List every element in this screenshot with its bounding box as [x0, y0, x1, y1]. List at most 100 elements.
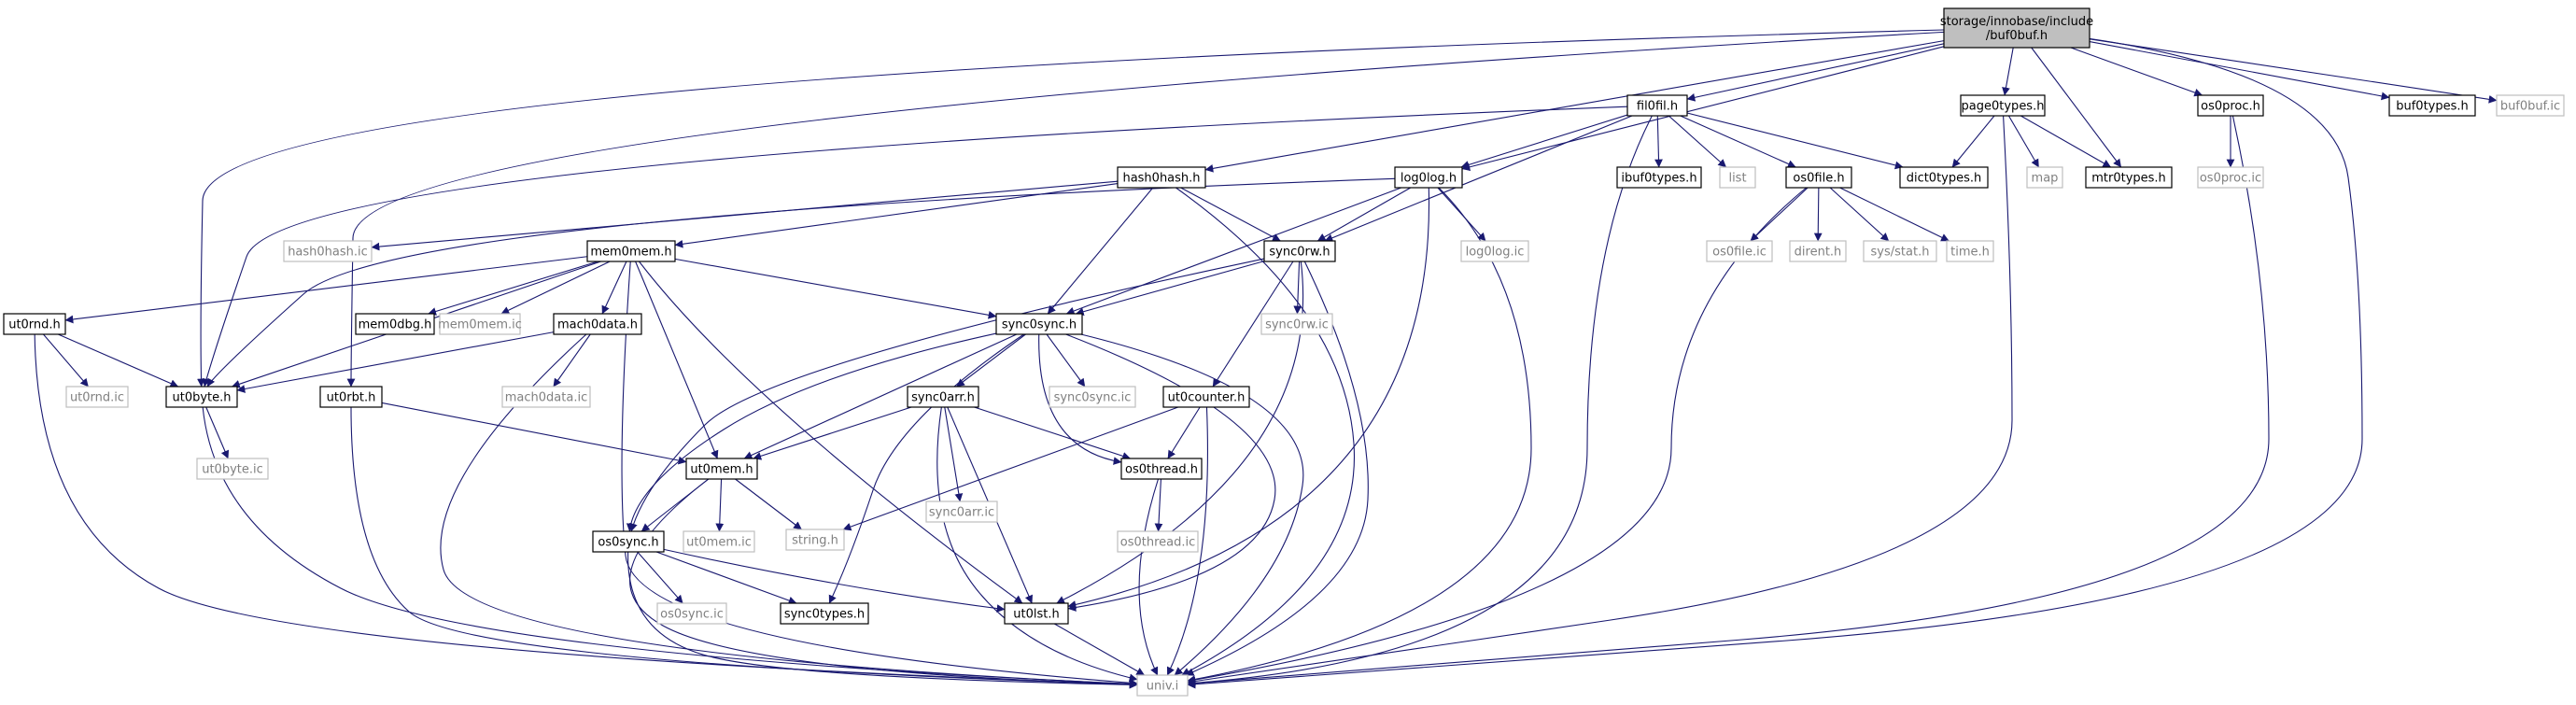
include-edge-root-to-ut0byte-h	[197, 29, 1945, 388]
file-node-ut0byte-h[interactable]: ut0byte.h	[165, 386, 238, 408]
edge-line	[655, 551, 797, 605]
file-node-os0proc-h[interactable]: os0proc.h	[2197, 94, 2264, 117]
external-file-node-mach0data-ic: mach0data.ic	[501, 386, 591, 408]
file-node-hash0hash-h[interactable]: hash0hash.h	[1117, 166, 1206, 189]
edge-line	[205, 406, 230, 459]
include-edge-os0file-h-to-os0file-ic	[1750, 187, 1809, 242]
edge-line	[1839, 187, 1950, 242]
node-box	[1117, 530, 1199, 553]
external-file-node-map: map	[2026, 166, 2063, 189]
file-node-sync0sync-h[interactable]: sync0sync.h	[995, 313, 1083, 335]
node-box	[1136, 674, 1189, 697]
include-edge-ut0mem-h-to-ut0mem-ic	[715, 478, 725, 532]
node-label: ut0byte.h	[172, 391, 231, 405]
file-node-mach0data-h[interactable]: mach0data.h	[553, 313, 642, 335]
include-edge-fil0fil-h-to-sync0rw-h	[1324, 115, 1633, 242]
node-label: hash0hash.h	[1122, 172, 1200, 186]
include-edge-mach0data-h-to-ut0byte-h	[236, 331, 555, 393]
file-node-mem0mem-h[interactable]: mem0mem.h	[586, 240, 676, 262]
node-label: sync0sync.ic	[1054, 391, 1132, 405]
file-node-ibuf0types-h[interactable]: ibuf0types.h	[1616, 166, 1702, 189]
node-label: os0thread.ic	[1120, 536, 1196, 550]
file-node-dict0types-h[interactable]: dict0types.h	[1899, 166, 1989, 189]
external-file-node-ut0rnd-ic: ut0rnd.ic	[65, 386, 129, 408]
node-box	[685, 458, 758, 480]
node-box	[2085, 166, 2173, 189]
file-node-fil0fil-h[interactable]: fil0fil.h	[1626, 94, 1688, 117]
file-node-sync0rw-h[interactable]: sync0rw.h	[1263, 240, 1336, 262]
node-label: ut0mem.ic	[686, 536, 752, 550]
edge-line	[944, 406, 964, 502]
edge-line	[635, 261, 719, 459]
node-label: storage/innobase/include	[1940, 15, 2093, 29]
include-edge-mach0data-h-to-mach0data-ic	[553, 333, 591, 388]
edge-line	[1185, 261, 1369, 676]
node-label: os0sync.h	[598, 536, 658, 550]
node-label: os0proc.ic	[2200, 172, 2261, 186]
include-edge-log0log-h-to-sync0rw-h	[1316, 187, 1412, 242]
include-edge-log0log-h-to-univ-i	[1187, 187, 1532, 684]
include-edge-sync0sync-h-to-sync0sync-ic	[1046, 333, 1086, 388]
file-node-ut0rnd-h[interactable]: ut0rnd.h	[3, 313, 66, 335]
file-nodes: storage/innobase/include/buf0buf.h fil0fi…	[3, 7, 2565, 697]
file-node-ut0lst-h[interactable]: ut0lst.h	[1004, 602, 1069, 625]
include-edge-mem0mem-h-to-mem0mem-ic	[500, 261, 611, 315]
include-edge-log0log-h-to-ut0lst-h	[1067, 187, 1430, 609]
edge-line	[1187, 115, 1653, 687]
edge-line	[1187, 187, 1532, 684]
include-edge-os0proc-h-to-univ-i	[1187, 115, 2270, 688]
edge-line	[1460, 114, 1628, 169]
edge-line	[1461, 46, 1945, 172]
file-node-log0log-h[interactable]: log0log.h	[1394, 166, 1463, 189]
node-box	[1049, 386, 1136, 408]
external-file-node-ut0mem-ic: ut0mem.ic	[683, 530, 755, 553]
file-node-os0thread-h[interactable]: os0thread.h	[1120, 458, 1203, 480]
include-edge-page0types-h-to-dict0types-h	[1951, 115, 1995, 168]
include-edge-mem0mem-h-to-univ-i	[621, 261, 1138, 687]
file-node-ut0mem-h[interactable]: ut0mem.h	[685, 458, 758, 480]
edge-line	[601, 261, 627, 315]
external-file-node-log0log-ic: log0log.ic	[1460, 240, 1529, 262]
include-edge-os0sync-h-to-ut0lst-h	[663, 548, 1006, 613]
node-box	[1004, 602, 1069, 625]
file-node-page0types-h[interactable]: page0types.h	[1960, 94, 2046, 117]
include-edge-ut0byte-h-to-ut0byte-ic	[205, 406, 230, 459]
file-node-mtr0types-h[interactable]: mtr0types.h	[2085, 166, 2173, 189]
edge-line	[1212, 261, 1294, 388]
file-node-sync0arr-h[interactable]: sync0arr.h	[907, 386, 979, 408]
file-node-sync0types-h[interactable]: sync0types.h	[780, 602, 869, 625]
file-node-os0file-h[interactable]: os0file.h	[1785, 166, 1852, 189]
node-label: mem0dbg.h	[359, 318, 432, 332]
include-edge-root-to-mtr0types-h	[2031, 47, 2122, 168]
file-node-buf0types-h[interactable]: buf0types.h	[2388, 94, 2476, 117]
file-node-root[interactable]: storage/innobase/include/buf0buf.h	[1940, 7, 2093, 49]
external-file-node-os0thread-ic: os0thread.ic	[1117, 530, 1199, 553]
node-label: sync0arr.h	[911, 391, 975, 405]
node-label: os0thread.h	[1125, 463, 1198, 477]
node-box	[2388, 94, 2476, 117]
file-node-os0sync-h[interactable]: os0sync.h	[592, 530, 665, 553]
include-edge-page0types-h-to-mtr0types-h	[2020, 115, 2112, 168]
edge-line	[346, 31, 1945, 388]
node-label: log0log.h	[1401, 172, 1457, 186]
file-node-ut0rbt-h[interactable]: ut0rbt.h	[319, 386, 383, 408]
include-edge-ut0lst-h-to-univ-i	[1054, 623, 1146, 676]
edge-line	[1204, 40, 1945, 173]
file-node-mem0dbg-h[interactable]: mem0dbg.h	[355, 313, 435, 335]
include-edge-fil0fil-h-to-univ-i	[1187, 115, 1653, 687]
edge-line	[1951, 115, 1995, 168]
node-label: ut0mem.h	[690, 463, 753, 477]
file-node-ut0counter-h[interactable]: ut0counter.h	[1162, 386, 1250, 408]
node-box	[1120, 458, 1203, 480]
include-edge-root-to-hash0hash-h	[1204, 40, 1945, 173]
include-edge-sync0sync-h-to-univ-i	[1080, 333, 1304, 676]
node-box	[785, 529, 845, 551]
edge-line	[64, 256, 588, 324]
node-box	[1260, 313, 1333, 335]
include-edge-ut0rbt-h-to-univ-i	[350, 406, 1138, 689]
node-label: sync0rw.h	[1269, 246, 1330, 260]
edge-line	[2089, 38, 2498, 104]
node-label: os0file.ic	[1712, 246, 1767, 260]
include-edge-fil0fil-h-to-ibuf0types-h	[1654, 115, 1663, 168]
include-edge-ut0counter-h-to-os0thread-h	[1167, 406, 1201, 459]
